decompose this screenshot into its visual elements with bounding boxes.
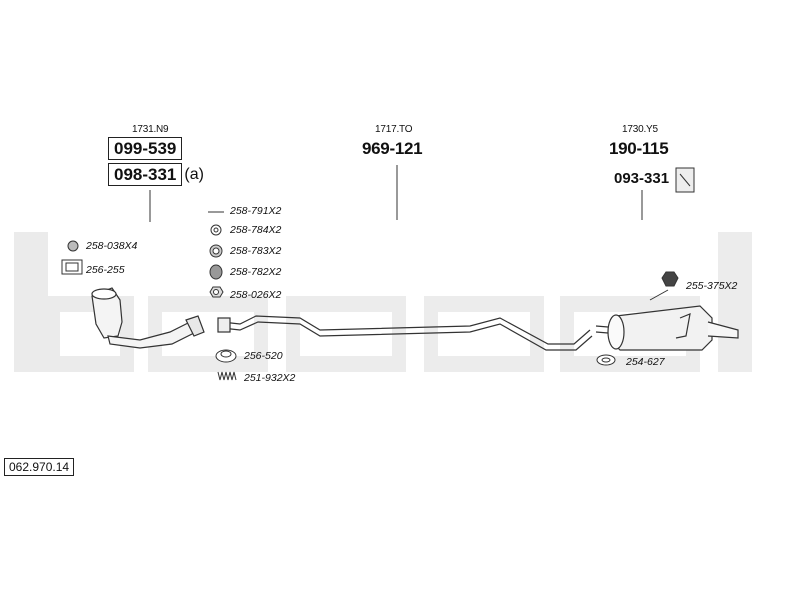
front-code-box-1: 099-539	[108, 137, 183, 160]
rubber-mount-icon	[661, 271, 679, 287]
watermark-logo	[14, 232, 752, 372]
part-label-center-4: 258-782X2	[230, 266, 282, 278]
catalytic-converter	[91, 287, 205, 349]
rear-code: 190-115	[609, 139, 669, 158]
clamp-icon	[67, 240, 79, 252]
part-label-rear-2: 254-627	[626, 356, 665, 368]
part-label-center-2: 258-784X2	[230, 224, 282, 236]
part-label-left-1: 258-038X4	[86, 240, 138, 252]
front-code-box-2: 098-331	[108, 163, 183, 186]
spring-icon	[217, 371, 237, 381]
part-label-center-3: 258-783X2	[230, 245, 282, 257]
front-code-row-2: 098-331 (a)	[108, 163, 204, 186]
rear-silencer	[595, 305, 739, 351]
front-ref-label: 1731.N9	[132, 124, 169, 135]
diagram-code-box: 062.970.14	[4, 458, 75, 476]
part-label-center-1: 258-791X2	[230, 205, 282, 217]
spring-nut-icon	[209, 264, 223, 280]
middle-ref-label: 1717.TO	[375, 124, 413, 135]
front-flag: (a)	[184, 165, 204, 183]
part-label-left-2: 256-255	[86, 264, 125, 276]
leader-rear-mount	[649, 289, 669, 301]
part-label-center-low-2: 251-932X2	[244, 372, 296, 384]
part-label-center-low-1: 256-520	[244, 350, 283, 362]
part-label-rear-1: 255-375X2	[686, 280, 738, 292]
rear-ref-label: 1730.Y5	[622, 124, 658, 135]
middle-code: 969-121	[362, 139, 423, 158]
middle-pipe	[217, 315, 593, 351]
part-label-center-5: 258-026X2	[230, 289, 282, 301]
rear-sub-code: 093-331	[614, 170, 670, 187]
